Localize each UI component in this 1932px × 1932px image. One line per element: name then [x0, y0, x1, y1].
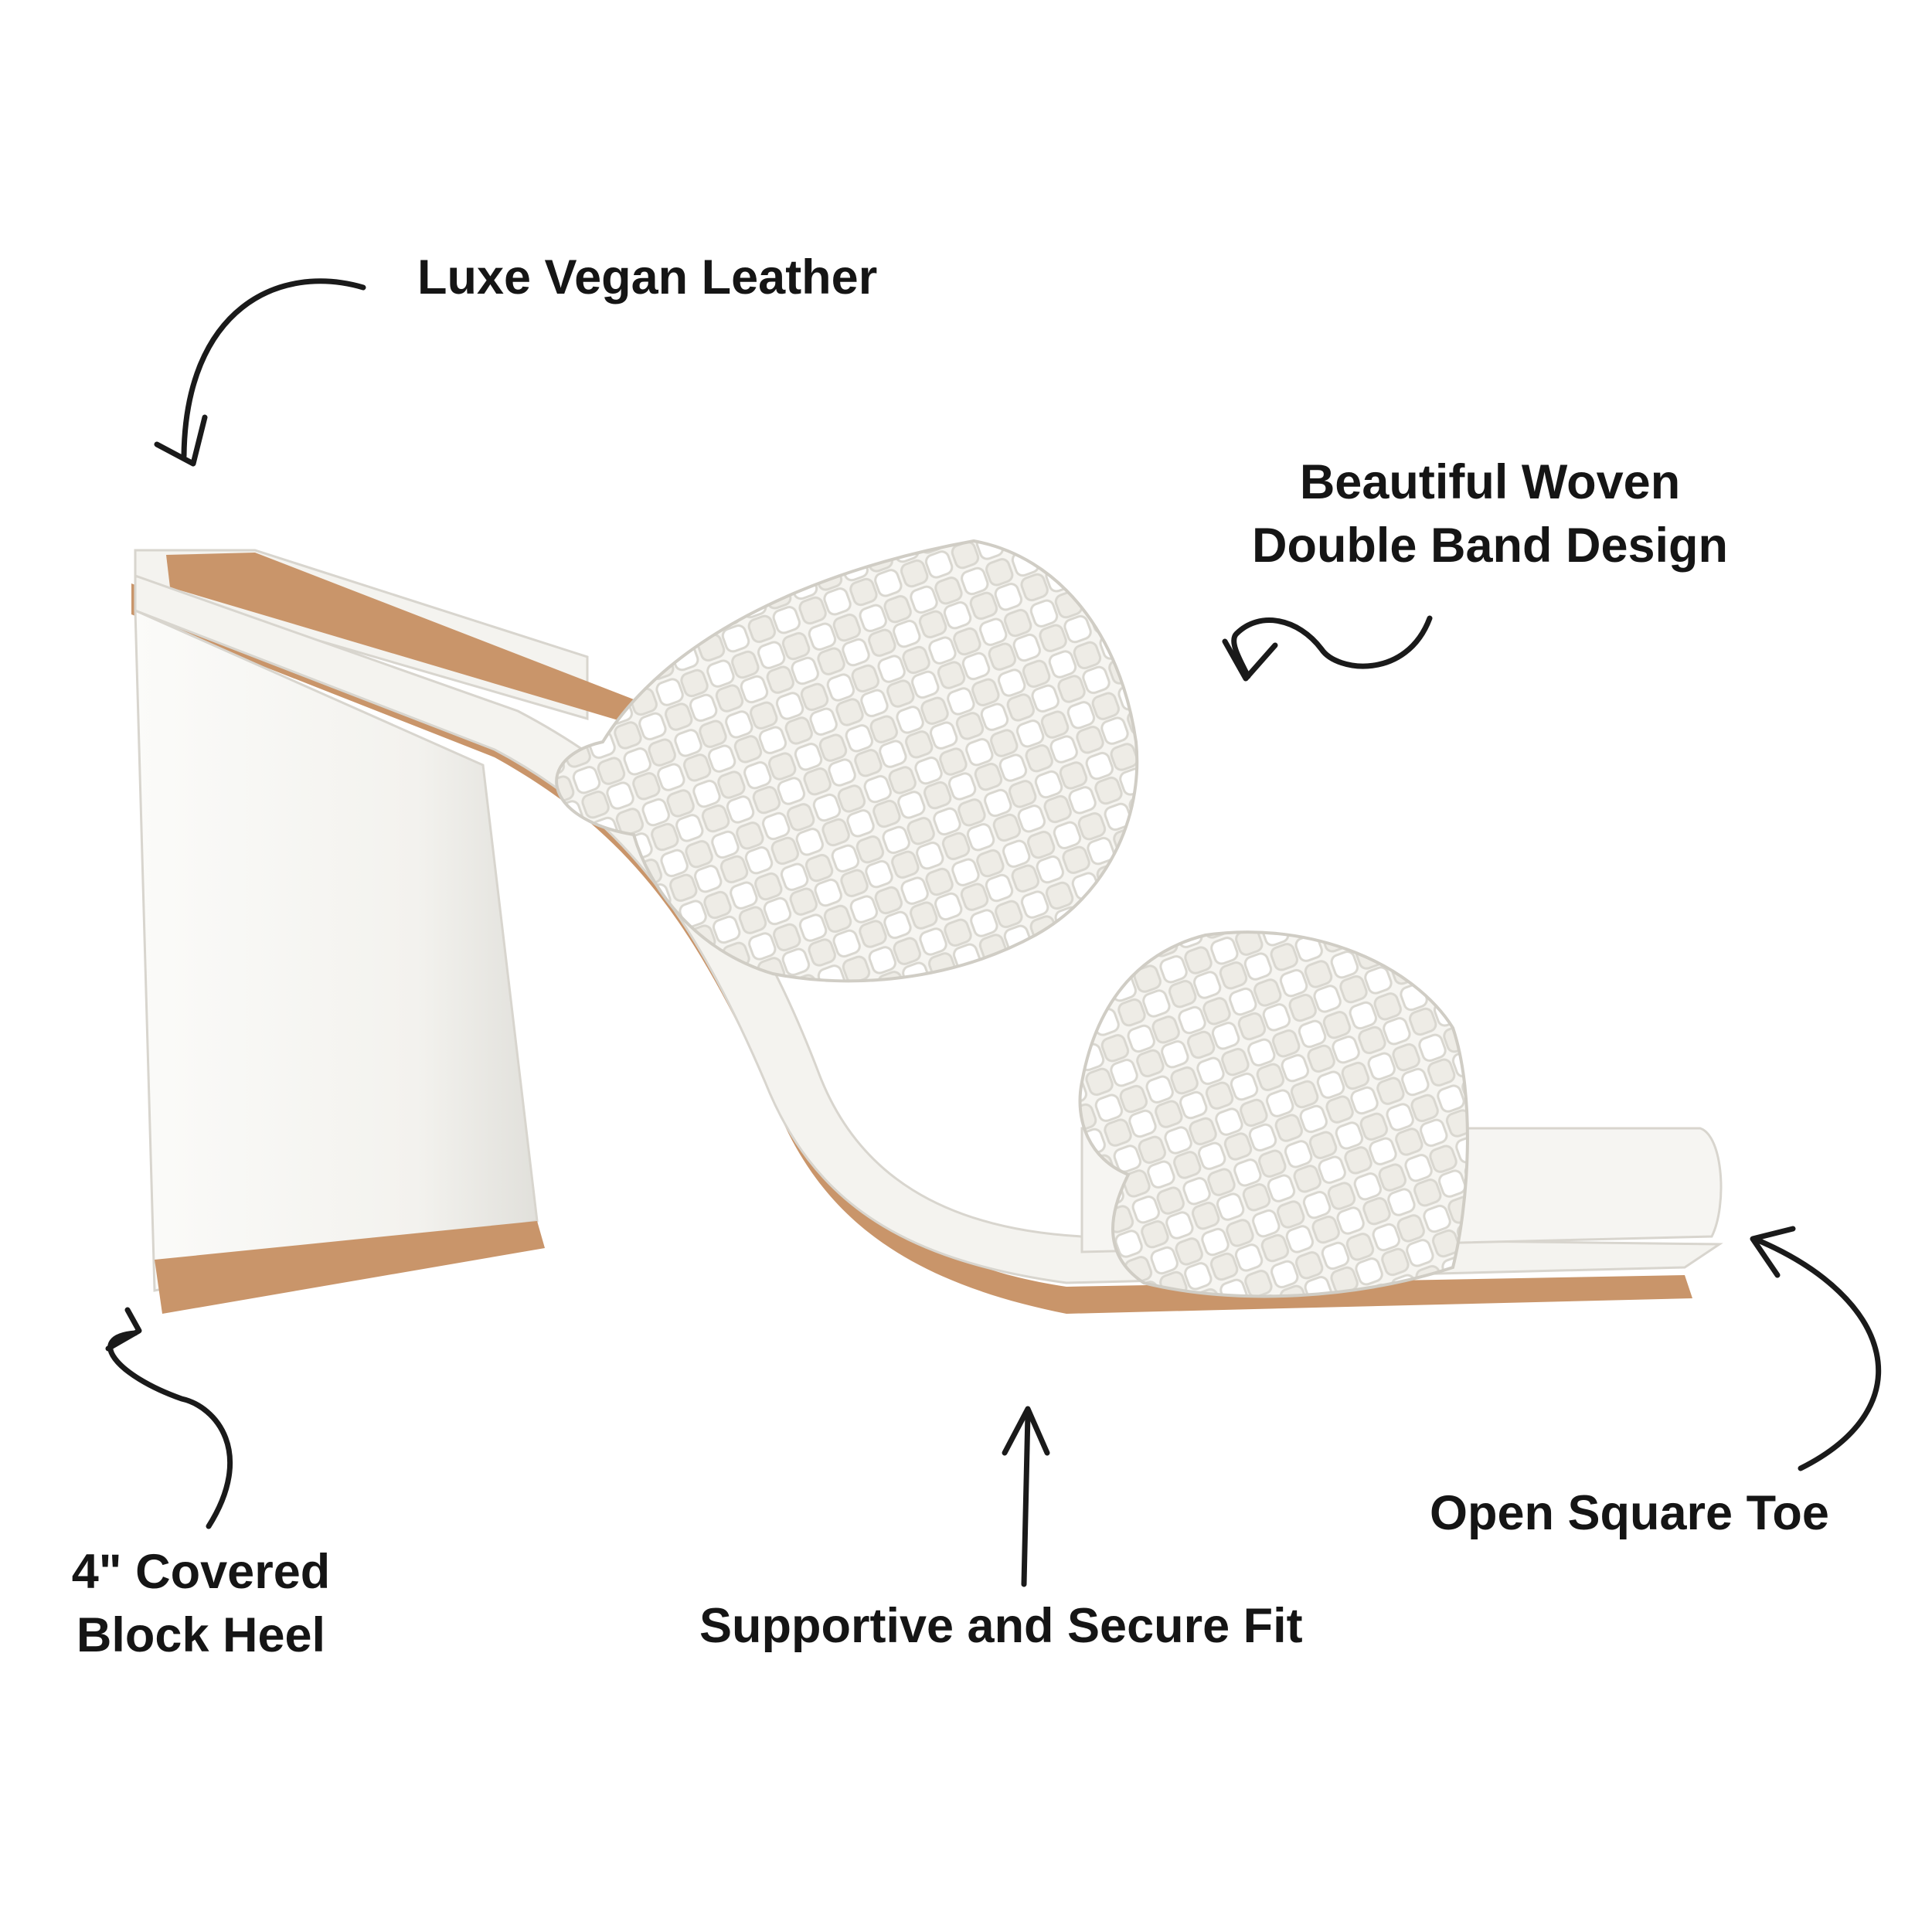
back-woven-band [555, 539, 1139, 983]
arrow-head [1750, 1226, 1796, 1278]
up-arrow-icon [1021, 1411, 1031, 1587]
callout-heel: 4" Covered Block Heel [46, 1540, 355, 1667]
insole [166, 553, 634, 723]
callout-fit: Supportive and Secure Fit [699, 1594, 1303, 1658]
callout-woven-band: Beautiful Woven Double Band Design [1227, 451, 1753, 577]
curved-arrow-icon [1755, 1237, 1882, 1471]
callout-leather-text: Luxe Vegan Leather [417, 250, 878, 304]
arrow-head [1222, 638, 1278, 682]
wavy-arrow-icon [1231, 615, 1433, 679]
sandal-illustration [131, 539, 1723, 1314]
callout-woven-line1: Beautiful Woven [1299, 455, 1681, 509]
callout-toe-text: Open Square Toe [1430, 1486, 1829, 1540]
curved-arrow-icon [107, 1330, 233, 1529]
curved-arrow-icon [181, 278, 366, 459]
front-woven-band [1078, 930, 1469, 1298]
callout-heel-line1: 4" Covered [71, 1545, 331, 1599]
callout-woven-line2: Double Band Design [1251, 519, 1729, 573]
heel-sole [155, 1221, 545, 1314]
callout-leather: Luxe Vegan Leather [417, 246, 877, 309]
callout-heel-line2: Block Heel [76, 1608, 326, 1662]
arrow-head [105, 1307, 142, 1352]
callout-toe: Open Square Toe [1430, 1481, 1829, 1545]
arrow-head [1002, 1406, 1050, 1456]
callout-fit-text: Supportive and Secure Fit [699, 1599, 1303, 1653]
arrow-head [154, 414, 208, 467]
